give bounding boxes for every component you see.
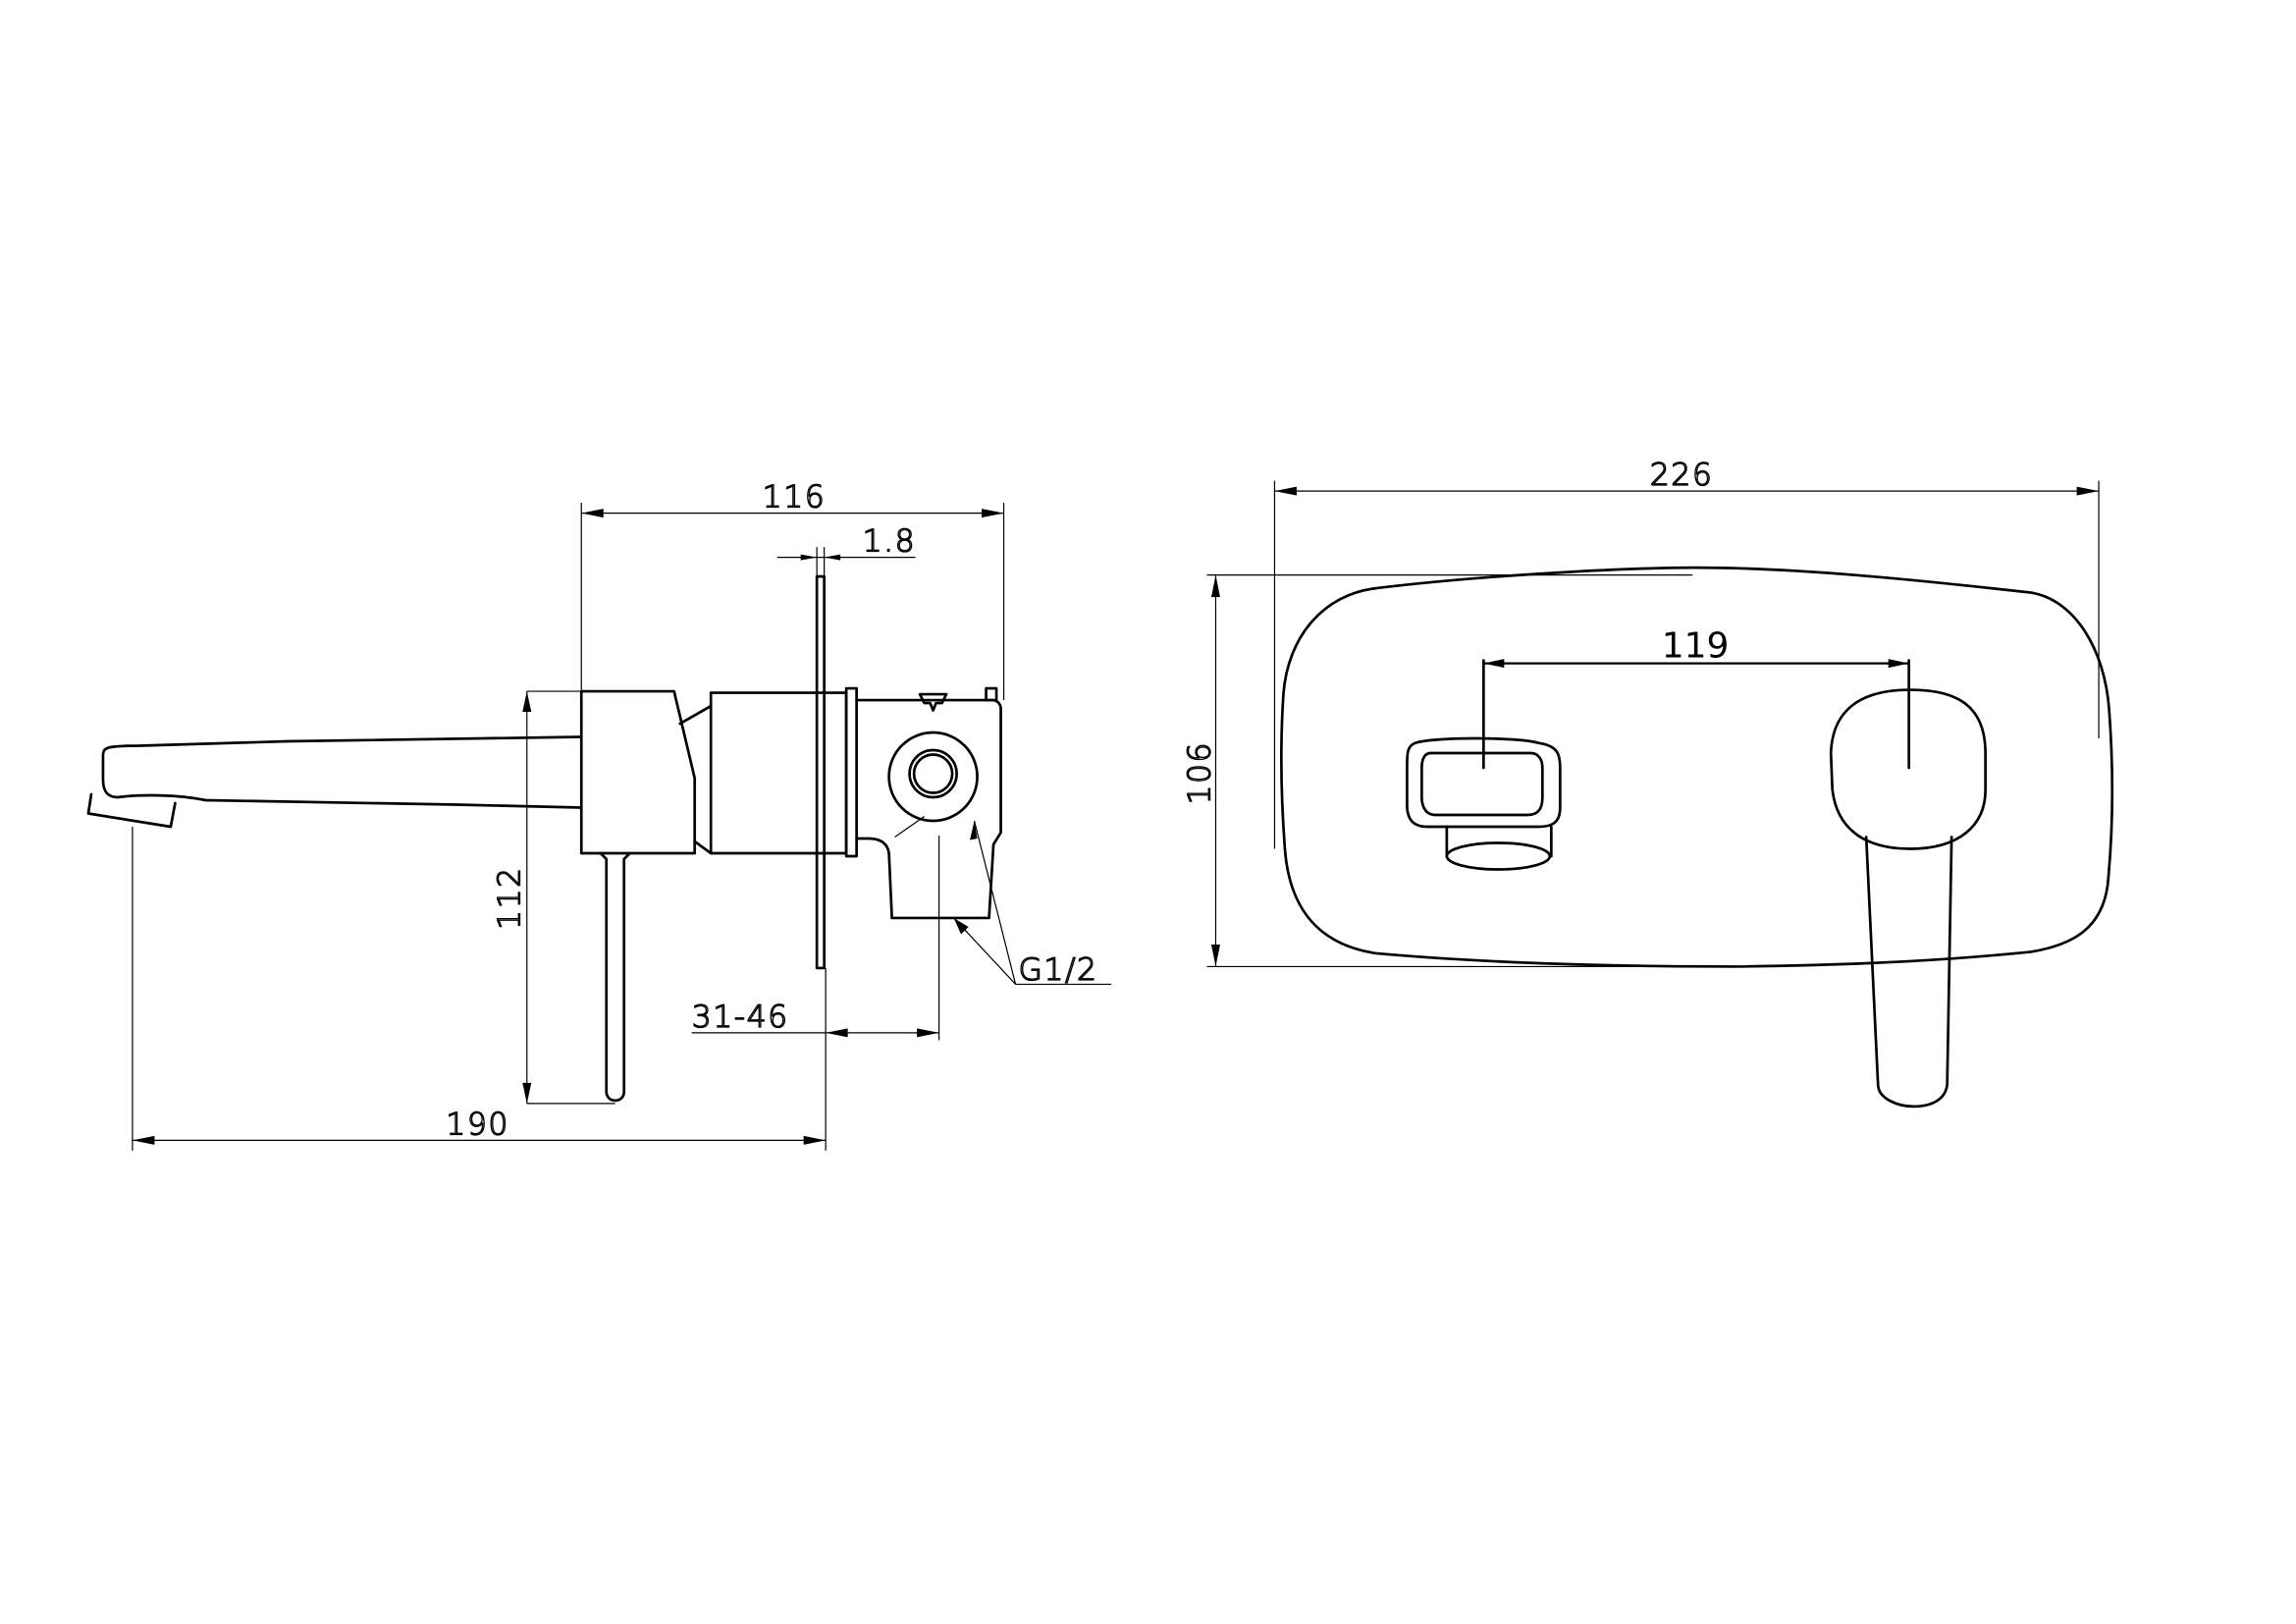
dim-label-31-46: 31-46	[692, 1000, 789, 1035]
dim-line-190	[132, 826, 827, 1151]
dim-label-119: 119	[1662, 626, 1730, 667]
diverter-knob-outer	[1406, 736, 1562, 829]
collar	[844, 686, 858, 858]
dim-label-1-8: 1.8	[863, 524, 917, 560]
valve-tab	[985, 686, 998, 702]
aerator	[86, 792, 177, 829]
flow-arrow-icon	[918, 692, 948, 712]
dim-label-g12: G1/2	[1019, 952, 1098, 988]
spout-outline	[101, 735, 583, 809]
dim-label-112: 112	[492, 866, 527, 930]
outlet-ring-inner2	[912, 753, 954, 794]
dim-line-226	[1273, 480, 2100, 849]
dim-line-106	[1206, 574, 1737, 968]
body-block	[579, 689, 697, 855]
outlet-ring-inner	[908, 748, 958, 799]
outlet-ring-outer	[887, 731, 979, 823]
mixer-lever	[1864, 836, 1953, 1109]
dim-label-116: 116	[763, 480, 827, 515]
wall-plate	[815, 574, 826, 970]
lever-handle	[599, 851, 632, 1103]
dim-label-190: 190	[446, 1107, 509, 1142]
mixer-handle-head	[1829, 688, 1987, 850]
diverter-stem-end	[1445, 841, 1552, 871]
dim-line-116	[580, 503, 1005, 701]
g12-arrowhead-2	[970, 820, 978, 840]
dim-label-226: 226	[1650, 458, 1714, 493]
cover-plate-outline	[1280, 566, 2114, 968]
dim-label-106: 106	[1182, 741, 1217, 805]
diverter-knob-inner	[1420, 751, 1544, 817]
dim-line-31-46	[691, 835, 940, 1041]
side-view: G1/2 116 1.8 112 190 31-46	[86, 479, 1112, 1151]
g12-leader	[894, 816, 1112, 986]
diverter-stem	[1445, 825, 1553, 858]
dim-line-112	[526, 690, 615, 1105]
dim-line-1-8	[776, 547, 916, 577]
front-view: 119 226 106	[1182, 457, 2114, 1109]
cartridge-cylinder	[709, 691, 848, 855]
body-neck	[678, 704, 713, 855]
g12-arrowhead-1	[953, 917, 969, 935]
